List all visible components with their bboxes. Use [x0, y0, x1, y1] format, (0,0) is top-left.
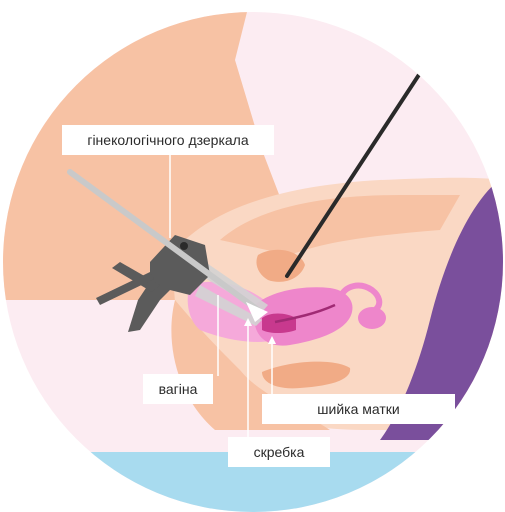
vagina-label: вагіна — [143, 374, 213, 404]
ovary-shape — [358, 307, 386, 329]
cervix-label: шийка матки — [262, 394, 455, 424]
cervix-shape — [262, 314, 296, 334]
curette-label: скребка — [228, 437, 330, 467]
speculum-label: гінекологічного дзеркала — [62, 125, 274, 155]
speculum-pivot — [180, 242, 188, 250]
